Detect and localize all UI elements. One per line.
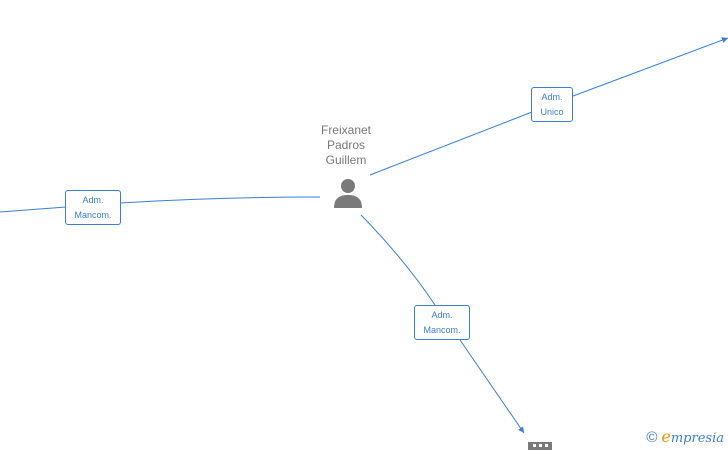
edge-label-left-line-2: Mancom. bbox=[74, 210, 112, 220]
brand-rest: mpresia bbox=[670, 431, 724, 446]
person-icon[interactable] bbox=[333, 177, 363, 209]
edge-label-left-line-1: Adm. bbox=[82, 195, 104, 205]
person-node-name[interactable]: Freixanet Padros Guillem bbox=[296, 123, 396, 168]
edge-line-bottom[interactable] bbox=[360, 214, 524, 433]
edge-label-top-right[interactable]: Adm. Unico bbox=[531, 87, 573, 122]
edge-label-bottom[interactable]: Adm. Mancom. bbox=[414, 305, 470, 340]
empresia-watermark: © empresia bbox=[646, 427, 724, 446]
person-name-line-3: Guillem bbox=[325, 153, 367, 167]
person-name-line-2: Padros bbox=[326, 138, 366, 152]
edge-label-bottom-line-2: Mancom. bbox=[423, 325, 461, 335]
edge-line-top-right[interactable] bbox=[369, 38, 728, 176]
brand-initial: e bbox=[661, 427, 671, 446]
person-name-line-1: Freixanet bbox=[320, 123, 372, 137]
edge-line-left[interactable] bbox=[0, 196, 321, 213]
brand-logo: empresia bbox=[661, 427, 724, 446]
copyright-symbol: © bbox=[646, 429, 658, 446]
edge-label-bottom-line-1: Adm. bbox=[431, 310, 453, 320]
edge-label-top-right-line-2: Unico bbox=[540, 107, 564, 117]
building-icon[interactable] bbox=[527, 440, 553, 450]
edge-label-left[interactable]: Adm. Mancom. bbox=[65, 190, 121, 225]
edge-label-top-right-line-1: Adm. bbox=[541, 92, 563, 102]
